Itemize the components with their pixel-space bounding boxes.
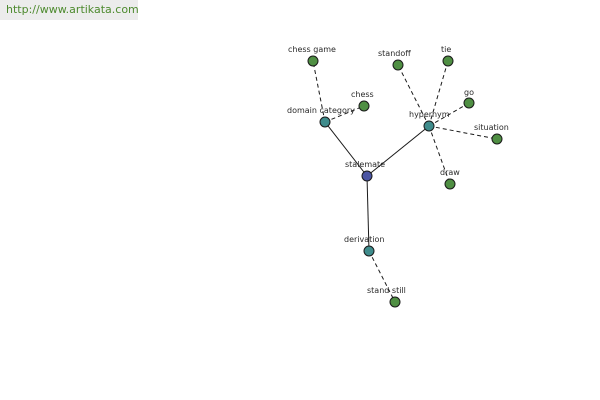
edge-domain-category: [324, 121, 368, 177]
edge-hypernym: [366, 125, 430, 177]
leaf-label-standoff: standoff: [378, 49, 411, 58]
edge-hypernym-standoff: [397, 64, 430, 127]
leaf-label-stand-still: stand still: [367, 286, 406, 295]
leaf-label-draw: draw: [440, 168, 460, 177]
watermark-bar: http://www.artikata.com: [0, 0, 139, 20]
edge-derivation: [366, 175, 370, 252]
relation-label-hypernym: hypernym: [409, 110, 450, 119]
relation-label-domain-category: domain category: [287, 106, 355, 115]
leaf-node-chess-game[interactable]: [307, 55, 319, 67]
leaf-label-tie: tie: [441, 45, 451, 54]
relation-node-hypernym[interactable]: [423, 120, 435, 132]
edge-derivation-stand-still: [368, 250, 396, 303]
leaf-node-tie[interactable]: [442, 55, 454, 67]
edge-domain-category-chess-game: [312, 60, 326, 123]
relation-label-derivation: derivation: [344, 235, 384, 244]
edge-hypernym-situation: [428, 125, 498, 140]
leaf-node-standoff[interactable]: [392, 59, 404, 71]
leaf-label-chess-game: chess game: [288, 45, 336, 54]
leaf-node-draw[interactable]: [444, 178, 456, 190]
labels-layer: chess game chess standoff tie go situation dra…: [287, 45, 509, 295]
center-node-stalemate[interactable]: [361, 170, 373, 182]
leaf-node-situation[interactable]: [491, 133, 503, 145]
edge-hypernym-tie: [428, 60, 449, 127]
leaf-label-situation: situation: [474, 123, 509, 132]
watermark-link[interactable]: http://www.artikata.com: [6, 3, 139, 16]
nodes-layer: [307, 55, 503, 308]
relation-node-derivation[interactable]: [363, 245, 375, 257]
edge-hypernym-draw: [428, 125, 451, 185]
leaf-label-go: go: [464, 88, 474, 97]
edge-hypernym-go: [428, 102, 470, 127]
relation-node-domain-category[interactable]: [319, 116, 331, 128]
edge-domain-category-chess: [324, 105, 365, 123]
leaf-node-go[interactable]: [463, 97, 475, 109]
center-label-stalemate: stalemate: [345, 160, 385, 169]
edges-layer: [312, 60, 498, 303]
leaf-node-chess[interactable]: [358, 100, 370, 112]
leaf-label-chess: chess: [351, 90, 374, 99]
leaf-node-stand-still[interactable]: [389, 296, 401, 308]
